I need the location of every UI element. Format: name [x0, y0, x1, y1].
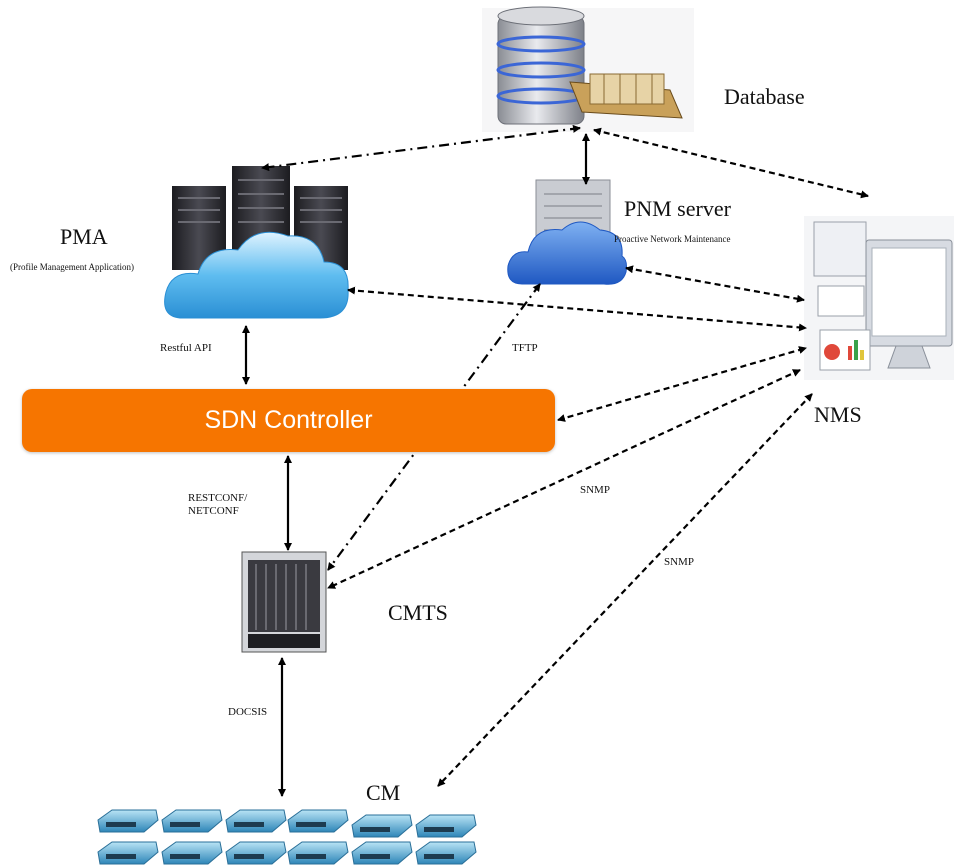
arrow-database-pma	[261, 124, 581, 172]
sdn-controller-label: SDN Controller	[204, 406, 373, 434]
nms-label: NMS	[814, 402, 862, 427]
pnm-server-sublabel: Proactive Network Maintenance	[614, 234, 731, 244]
server-cloud-icon	[164, 166, 349, 319]
monitor-dashboard-icon	[804, 216, 954, 380]
arrow-nms-cmts-snmp	[327, 369, 801, 589]
cable-modem-icon	[97, 809, 477, 865]
snmp-cm-label: SNMP	[664, 556, 694, 568]
cmts-label: CMTS	[388, 600, 448, 625]
pnm-server-label: PNM server	[624, 196, 731, 221]
arrow-nms-cm-snmp	[437, 393, 813, 787]
pma-label: PMA	[60, 224, 108, 249]
database-server-icon	[482, 6, 694, 132]
database-label: Database	[724, 84, 805, 109]
arrow-database-nms	[593, 127, 869, 199]
arrow-pnm-nms	[625, 265, 805, 303]
snmp-cmts-label: SNMP	[580, 484, 610, 496]
tftp-label: TFTP	[512, 342, 538, 354]
restconf-netconf-label: RESTCONF/ NETCONF	[188, 492, 248, 517]
docsis-label: DOCSIS	[228, 706, 268, 718]
cm-label: CM	[366, 780, 401, 805]
chassis-icon	[241, 551, 327, 653]
restful-api-label: Restful API	[160, 342, 212, 354]
pma-sublabel: (Profile Management Application)	[10, 262, 134, 272]
cloud-server-icon	[507, 179, 627, 285]
sdn-controller-box: SDN Controller	[22, 389, 555, 452]
arrow-pma-nms	[347, 286, 807, 332]
